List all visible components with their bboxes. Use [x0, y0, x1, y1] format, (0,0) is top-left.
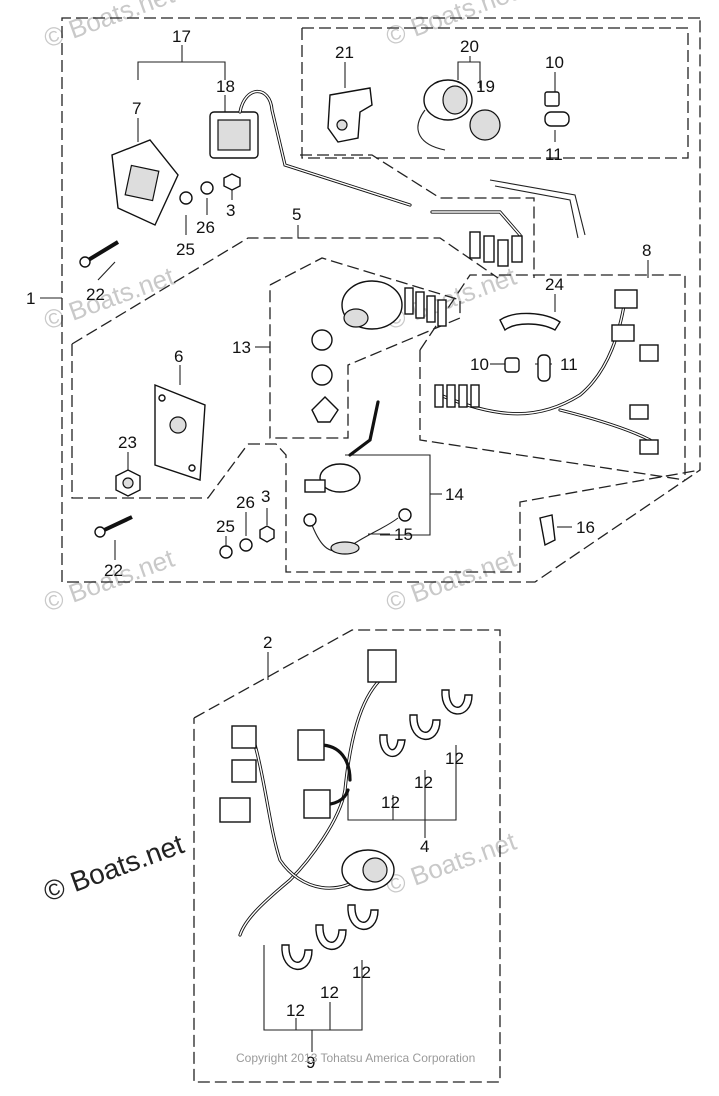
label-10: 10 [545, 53, 564, 72]
label-22: 22 [86, 285, 105, 304]
part-washer-26-bottom [239, 538, 253, 552]
leader-lines [40, 45, 649, 1052]
part-screw-10-top [544, 91, 560, 107]
label-12: 12 [320, 983, 339, 1002]
label-15: 15 [394, 525, 413, 544]
part-cap-19 [469, 109, 501, 141]
label-12: 12 [286, 1001, 305, 1020]
watermark-text-dark: © Boats.net [39, 828, 188, 907]
label-10: 10 [470, 355, 489, 374]
part-sleeve-11-top [544, 111, 570, 127]
label-11: 11 [560, 355, 578, 374]
part-lanyard-15 [303, 508, 412, 555]
part-washer-25-bottom [219, 545, 233, 559]
watermark-text: © Boats.net [382, 0, 521, 52]
label-4: 4 [420, 837, 429, 856]
label-23: 23 [118, 433, 137, 452]
label-18: 18 [216, 77, 235, 96]
part-buzzer-20 [417, 79, 473, 151]
part-nut-23 [115, 469, 141, 497]
part-screw-22-top [79, 240, 120, 268]
part-nut-3-top [223, 173, 241, 191]
label-3: 3 [226, 201, 235, 220]
part-bracket-21 [327, 87, 373, 143]
part-washer-25-top [179, 191, 193, 205]
label-13: 13 [232, 338, 251, 357]
label-11: 11 [545, 145, 563, 164]
part-wire-lead [489, 179, 586, 239]
part-gasket-plate-7 [111, 139, 179, 226]
label-1: 1 [26, 289, 35, 308]
label-22: 22 [104, 561, 123, 580]
label-12: 12 [352, 963, 371, 982]
part-rubber-boot-18 [209, 111, 259, 159]
watermark-text: © Boats.net [40, 543, 179, 618]
label-21: 21 [335, 43, 354, 62]
label-25: 25 [216, 517, 235, 536]
label-12: 12 [445, 749, 464, 768]
copyright-text: Copyright 2013 Tohatsu America Corporati… [236, 1051, 475, 1065]
watermarks: © Boats.net © Boats.net © Boats.net © Bo… [39, 0, 520, 908]
part-stop-switch-14 [304, 400, 380, 493]
label-25: 25 [176, 240, 195, 259]
label-19: 19 [476, 77, 495, 96]
part-panel-plate-6 [154, 383, 206, 481]
part-clamps-12-upper [379, 689, 473, 758]
watermark-text: © Boats.net [382, 543, 521, 618]
part-clip-16 [539, 514, 556, 547]
part-nut-3-bottom [259, 525, 275, 543]
label-26: 26 [236, 493, 255, 512]
watermark-text: © Boats.net [382, 261, 521, 336]
watermark-text: © Boats.net [40, 0, 179, 54]
label-5: 5 [292, 205, 301, 224]
part-clamp-24 [499, 312, 561, 332]
label-2: 2 [263, 633, 272, 652]
label-14: 14 [445, 485, 464, 504]
part-boot-cable [238, 90, 522, 237]
label-9: 9 [306, 1053, 315, 1072]
part-main-harness-8 [434, 289, 659, 455]
label-17: 17 [172, 27, 191, 46]
label-12: 12 [381, 793, 400, 812]
part-screw-10-mid [504, 357, 520, 373]
label-16: 16 [576, 518, 595, 537]
label-12: 12 [414, 773, 433, 792]
label-26: 26 [196, 218, 215, 237]
part-harness-2 [219, 649, 397, 937]
part-ignition-switch-13 [311, 280, 447, 423]
part-clamps-12-lower [281, 904, 379, 970]
part-sleeve-11-mid [537, 354, 551, 382]
label-6: 6 [174, 347, 183, 366]
label-20: 20 [460, 37, 479, 56]
label-3: 3 [261, 487, 270, 506]
reference-numbers: 1 2 3 3 4 5 6 7 8 9 10 10 11 11 12 12 12… [26, 27, 651, 1072]
part-connector-bundle-top [469, 231, 523, 267]
label-24: 24 [545, 275, 564, 294]
label-8: 8 [642, 241, 651, 260]
label-7: 7 [132, 99, 141, 118]
part-washer-26-top [200, 181, 214, 195]
part-screw-22-bottom [94, 515, 133, 538]
